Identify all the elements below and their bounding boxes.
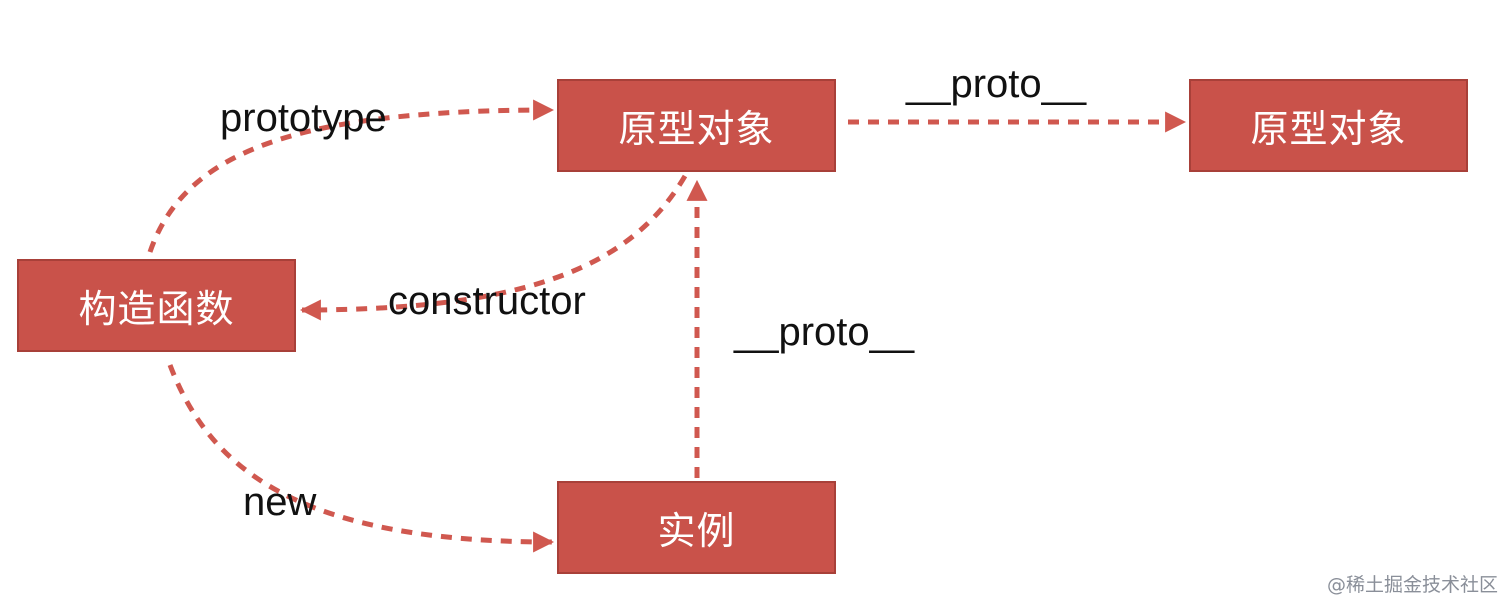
node-prototype-object-parent: 原型对象 [1189, 79, 1468, 172]
label-instance-proto: __proto__ [734, 310, 915, 354]
label-prototype-proto: __proto__ [906, 62, 1087, 106]
node-constructor-function: 构造函数 [17, 259, 296, 352]
node-prototype-object: 原型对象 [557, 79, 836, 172]
label-prototype: prototype [220, 96, 387, 140]
arrow-prototype [147, 99, 555, 253]
label-constructor: constructor [388, 279, 586, 323]
watermark: @稀土掘金技术社区 [1326, 574, 1498, 596]
arrow-new [167, 364, 555, 553]
label-new: new [243, 480, 317, 524]
arrow-constructor [299, 174, 688, 321]
node-instance: 实例 [557, 481, 836, 574]
